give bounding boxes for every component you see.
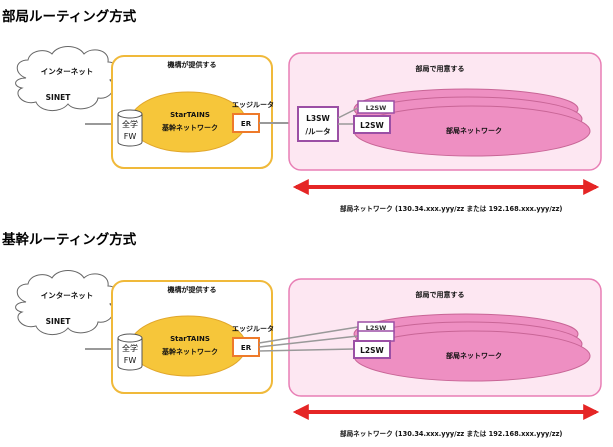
l2sw-back-label: L2SW: [366, 104, 387, 112]
dept-box-label: 部局で用意する: [416, 290, 465, 299]
backbone-label-startains: StarTAINS: [170, 335, 210, 343]
range-note: 部局ネットワーク (130.34.xxx.yyy/zz または 192.168.…: [340, 204, 562, 213]
l2sw-back-label: L2SW: [366, 324, 387, 332]
l2sw-back-box: [357, 100, 395, 114]
link-line: [258, 326, 359, 344]
firewall-cylinder: 全学 FW: [117, 333, 143, 371]
er-label: ER: [241, 344, 252, 352]
fw-label-fw: FW: [124, 356, 137, 365]
edge-router-label: エッジルータ: [232, 100, 274, 109]
dept-network-label: 部局ネットワーク: [446, 351, 502, 360]
section-department-routing: 部局ルーティング方式 インターネット SINET 機構が提供する StarTAI…: [2, 8, 602, 213]
backbone-label-network: 基幹ネットワーク: [161, 347, 218, 356]
er-label: ER: [241, 120, 252, 128]
cloud-label-internet: インターネット: [41, 66, 94, 76]
dept-box-label: 部局で用意する: [416, 64, 465, 73]
org-box-label: 機構が提供する: [168, 60, 217, 69]
cloud-label-sinet: SINET: [46, 317, 72, 326]
l3sw-router: [297, 106, 339, 142]
l2sw-front-box: [353, 340, 391, 359]
backbone-network: [129, 91, 247, 153]
edge-router-label: エッジルータ: [232, 324, 274, 333]
fw-label-zengaku: 全学: [122, 119, 138, 129]
l2sw-back-box: [357, 330, 395, 342]
l2sw-front-label: L2SW: [360, 346, 384, 355]
link-line: [258, 348, 355, 352]
range-note: 部局ネットワーク (130.34.xxx.yyy/zz または 192.168.…: [340, 429, 562, 438]
backbone-network: [129, 315, 247, 377]
firewall-cylinder: 全学 FW: [117, 109, 143, 147]
cloud-label-internet: インターネット: [41, 290, 94, 300]
dept-network-label: 部局ネットワーク: [446, 126, 502, 135]
internet-cloud: インターネット SINET: [15, 46, 119, 111]
section-title: 部局ルーティング方式: [2, 8, 137, 25]
internet-cloud: インターネット SINET: [15, 270, 119, 335]
section-backbone-routing: 基幹ルーティング方式 インターネット SINET 機構が提供する StarTAI…: [2, 231, 602, 438]
section-title: 基幹ルーティング方式: [2, 231, 137, 248]
l3sw-label: L3SW: [306, 114, 330, 123]
link-line: [258, 335, 359, 348]
link-line: [337, 107, 359, 119]
l2sw-front-box: [353, 115, 391, 134]
backbone-label-network: 基幹ネットワーク: [161, 123, 218, 132]
l3sw-router-label: /ルータ: [305, 126, 330, 136]
cloud-label-sinet: SINET: [46, 93, 72, 102]
backbone-label-startains: StarTAINS: [170, 111, 210, 119]
fw-label-zengaku: 全学: [122, 343, 138, 353]
fw-label-fw: FW: [124, 132, 137, 141]
org-box-label: 機構が提供する: [168, 285, 217, 294]
l2sw-front-label: L2SW: [360, 121, 384, 130]
